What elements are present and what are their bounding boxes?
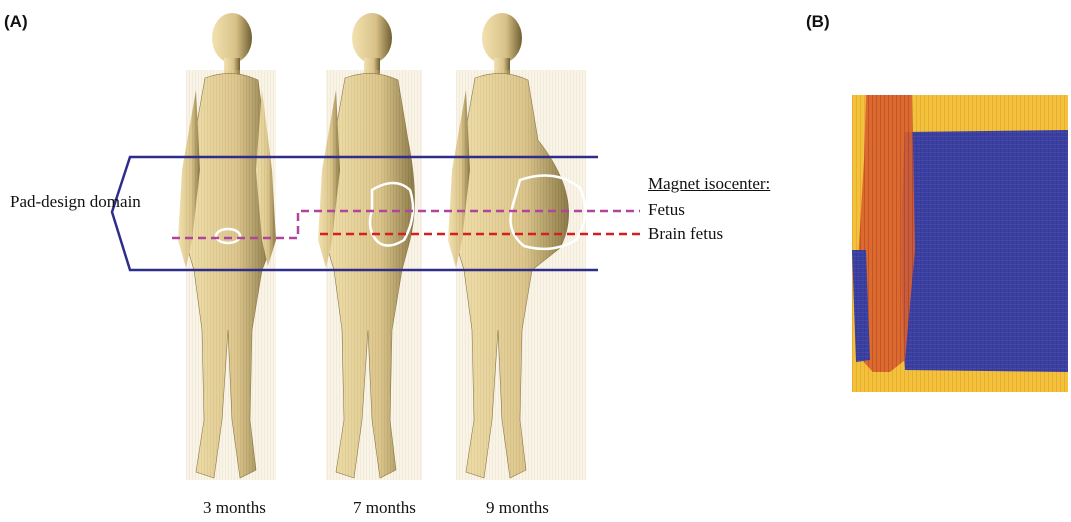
body-model-3-months (178, 13, 276, 480)
body-model-7-months (318, 13, 422, 480)
field-map-panel-b (852, 95, 1068, 392)
body-model-9-months (448, 13, 586, 480)
model-label-3-months: 3 months (203, 498, 266, 518)
isocenter-option-fetus: Fetus (648, 200, 685, 220)
magnet-isocenter-heading: Magnet isocenter: (648, 174, 770, 194)
model-label-7-months: 7 months (353, 498, 416, 518)
pad-design-domain-label: Pad-design domain (10, 192, 141, 212)
isocenter-option-brain-fetus: Brain fetus (648, 224, 723, 244)
model-label-9-months: 9 months (486, 498, 549, 518)
